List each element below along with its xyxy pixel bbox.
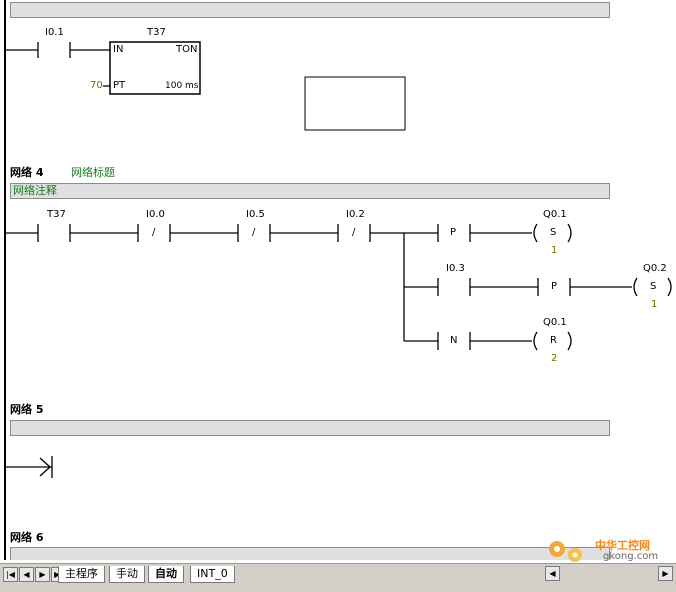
tab-int0[interactable]: INT_0 [190, 566, 235, 583]
coil-1-count: 1 [551, 245, 558, 256]
contact-i0-2-label: I0.2 [346, 209, 365, 220]
first-sheet-button[interactable]: |◀ [3, 567, 18, 582]
tab-manual[interactable]: 手动 [109, 566, 145, 583]
coil-2-address: Q0.2 [643, 263, 667, 274]
timer-pt-label: PT [113, 80, 126, 91]
network-4-comment-bar[interactable]: 网络注释 [10, 183, 610, 199]
coil-1-address: Q0.1 [543, 209, 567, 220]
coil-3-address: Q0.1 [543, 317, 567, 328]
timer-base-label: 100 ms [165, 81, 199, 91]
p-contact-1-label: P [450, 227, 457, 238]
network-5-comment-bar[interactable] [10, 420, 610, 436]
gkong-logo: 中华工控网 gkong.com [545, 535, 673, 565]
contact-i0-0-label: I0.0 [146, 209, 165, 220]
gear-icon [549, 541, 582, 562]
network-6-comment-bar[interactable] [10, 547, 610, 560]
contact-i0-5-label: I0.5 [246, 209, 265, 220]
network-6-title: 网络 6 [10, 531, 44, 544]
next-sheet-button[interactable]: ▶ [35, 567, 50, 582]
timer-name-label: T37 [147, 27, 166, 38]
network-4-title: 网络 4 [10, 166, 44, 179]
tab-auto[interactable]: 自动 [148, 566, 184, 583]
coil-2-op: S [650, 281, 657, 292]
coil-1-op: S [550, 227, 557, 238]
coil-3-count: 2 [551, 353, 558, 364]
network-5-title: 网络 5 [10, 403, 44, 416]
coil-2-count: 1 [651, 299, 658, 310]
prev-sheet-button[interactable]: ◀ [19, 567, 34, 582]
logo-brand: 中华工控网 [595, 539, 650, 552]
p-contact-2-label: P [551, 281, 558, 292]
contact-i0-5-slash: / [252, 227, 256, 238]
coil-3-op: R [550, 335, 557, 346]
scroll-right-button[interactable]: ▶ [658, 566, 673, 581]
contact-t37-label: T37 [47, 209, 66, 220]
contact-i0-1-label: I0.1 [45, 27, 64, 38]
n-contact-label: N [450, 335, 458, 346]
timer-pt-value[interactable]: 70 [90, 80, 103, 91]
network-4-comment: 网络注释 [13, 184, 57, 197]
timer-type-label: TON [176, 44, 198, 55]
selection-box[interactable] [305, 77, 405, 130]
horizontal-scrollbar[interactable]: ◀ ▶ [542, 563, 676, 581]
network-3-comment-bar[interactable] [10, 2, 610, 18]
contact-i0-3-label: I0.3 [446, 263, 465, 274]
power-rail [4, 0, 6, 560]
logo-domain: gkong.com [603, 551, 659, 562]
contact-i0-2-slash: / [352, 227, 356, 238]
network-4-subtitle[interactable]: 网络标题 [71, 166, 115, 179]
timer-in-label: IN [113, 44, 124, 55]
scroll-left-button[interactable]: ◀ [545, 566, 560, 581]
contact-i0-0-slash: / [152, 227, 156, 238]
tab-main[interactable]: 主程序 [58, 566, 105, 583]
